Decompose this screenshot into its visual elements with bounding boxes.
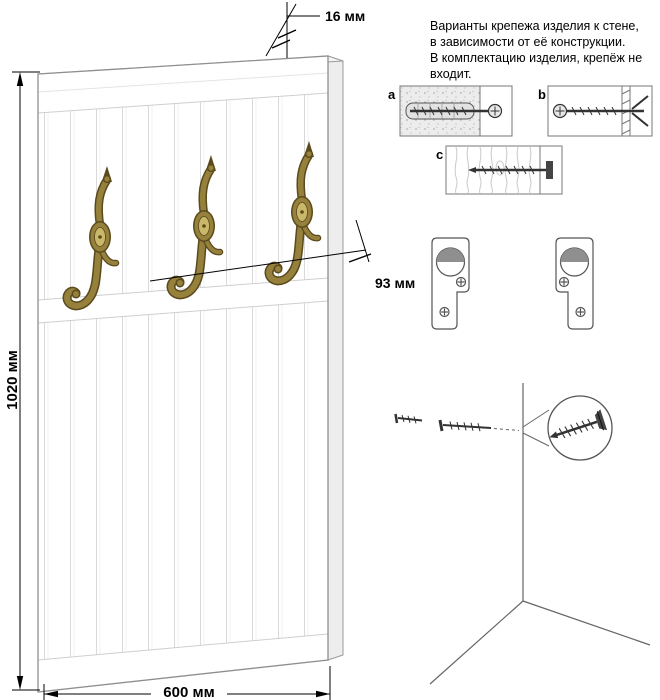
note-line-2: в зависимости от её конструкции. (430, 35, 625, 49)
flying-screw-small (394, 413, 423, 424)
screw-hole (455, 276, 467, 288)
fastener-option-c: c (436, 145, 563, 195)
flying-screw-large (438, 419, 520, 432)
corner-installation-sketch (394, 383, 651, 685)
dimension-width: 600 мм (43, 666, 331, 700)
anchor-wing (631, 112, 649, 127)
panel-plank-grooves (38, 56, 328, 692)
dimension-height: 1020 мм (4, 71, 40, 691)
panel-side-face (327, 55, 344, 661)
panel-outline (37, 55, 329, 693)
panel-rails (38, 56, 328, 692)
dimension-hook-offset: 93 мм (149, 219, 415, 291)
dimension-width-label: 600 мм (163, 684, 214, 700)
keyhole-slot (436, 248, 465, 262)
dimension-thickness: 16 мм (265, 2, 365, 58)
magnifier-detail (522, 395, 613, 461)
note-line-3: В комплектацию изделия, крепёж не (430, 51, 642, 65)
keyhole-plate-right (555, 237, 594, 330)
fastener-option-a: a (388, 85, 513, 137)
keyhole-slot (560, 248, 589, 262)
fastener-c-label: c (436, 147, 443, 162)
fastener-a-label: a (388, 87, 396, 102)
screw-hole (558, 276, 570, 288)
dimension-thickness-label: 16 мм (325, 8, 365, 24)
fastener-b-label: b (538, 87, 546, 102)
screw-icon (410, 103, 503, 119)
note-line-4: входит. (430, 67, 472, 81)
fastener-option-b: b (538, 85, 653, 137)
dimension-hook-offset-label: 93 мм (375, 275, 415, 291)
screw-icon (468, 161, 553, 179)
note-line-1: Варианты крепежа изделия к стене, (430, 19, 639, 33)
screw-hole (439, 306, 450, 318)
dimension-height-label: 1020 мм (4, 350, 21, 410)
fastening-note: Варианты крепежа изделия к стене, в зави… (430, 19, 642, 81)
keyhole-plate-left (431, 237, 470, 330)
anchor-wing (631, 95, 649, 110)
screw-icon (549, 409, 608, 439)
screw-hole (575, 306, 586, 318)
wood-grain (454, 146, 532, 194)
hanger-panel-drawing (37, 55, 344, 693)
screw-icon (552, 95, 649, 127)
